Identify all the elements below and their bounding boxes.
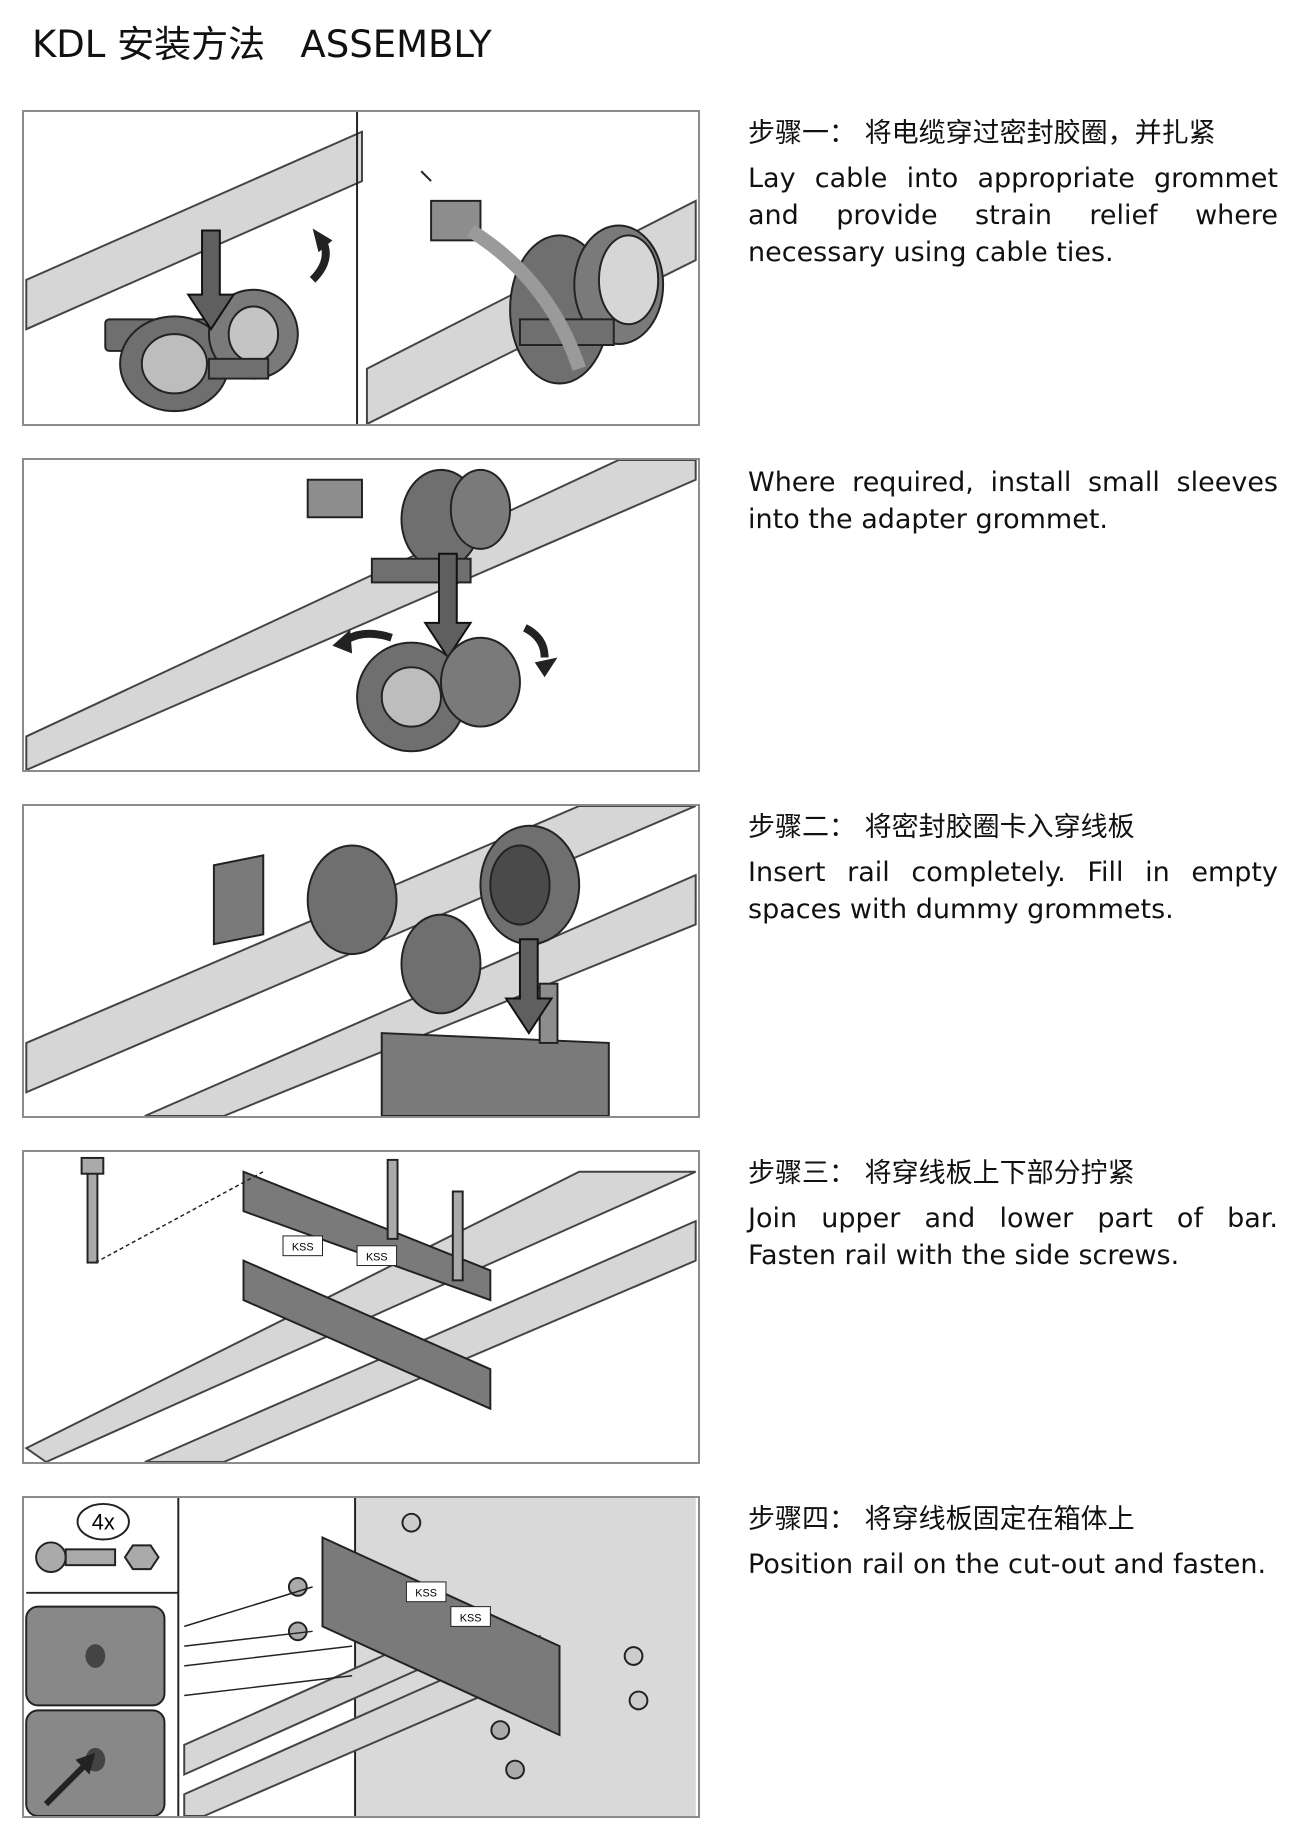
closed-grommet — [509, 224, 665, 385]
page-title: KDL 安装方法 ASSEMBLY — [32, 23, 492, 66]
rail-mount-illustration: 4x KS — [25, 1498, 696, 1816]
rotate-arrow-icon — [309, 228, 333, 283]
down-arrow-icon — [504, 938, 554, 1035]
kss-text-3: KSS — [415, 1588, 437, 1600]
quantity-badge: 4x — [76, 1502, 130, 1541]
step-4: 4x KS — [22, 1496, 1282, 1818]
step-2: 步骤二： 将密封胶圈卡入穿线板 Insert rail completely. … — [22, 804, 1282, 1118]
kss-text-4: KSS — [460, 1612, 482, 1624]
step-1b-description: Where required, install small sleeves in… — [748, 464, 1278, 538]
step-1b: Where required, install small sleeves in… — [22, 458, 1282, 772]
rail-insert-illustration — [25, 806, 697, 1116]
open-grommet — [104, 288, 299, 413]
step-3-illustration: KSS KSS — [22, 1150, 700, 1464]
cable-tie — [420, 170, 586, 371]
step-1: 步骤一： 将电缆穿过密封胶圈，并扎紧 Lay cable into approp… — [22, 110, 1282, 426]
step-1-description: 步骤一： 将电缆穿过密封胶圈，并扎紧 Lay cable into approp… — [748, 116, 1278, 271]
rotate-arrow-left-icon — [332, 629, 393, 654]
step-3-description: 步骤三： 将穿线板上下部分拧紧 Join upper and lower par… — [748, 1156, 1278, 1274]
step-3-text: Join upper and lower part of bar. Fasten… — [748, 1203, 1278, 1271]
bolt-and-nut-icon — [35, 1541, 160, 1574]
rail-join-illustration: KSS KSS — [24, 1156, 697, 1462]
cable-grommet-illustration — [25, 112, 697, 424]
step-1b-text: Where required, install small sleeves in… — [748, 467, 1278, 535]
mounted-rail: KSS KSS — [321, 1535, 561, 1737]
step-3: KSS KSS 步骤三： 将穿线板上下部分拧紧 Join upper and l… — [22, 1150, 1282, 1464]
down-arrow-icon — [423, 552, 473, 660]
step-1-heading: 步骤一： 将电缆穿过密封胶圈，并扎紧 — [748, 118, 1216, 149]
step-2-text: Insert rail completely. Fill in empty sp… — [748, 857, 1278, 925]
lower-rail — [242, 1259, 492, 1411]
kss-text-2: KSS — [366, 1252, 388, 1264]
down-arrow-icon — [186, 229, 236, 332]
step-1-illustration — [22, 110, 700, 426]
small-sleeve — [356, 636, 521, 753]
arrow-icon — [43, 1752, 96, 1807]
upper-grommet — [306, 468, 512, 584]
grommets-installed — [306, 844, 482, 1015]
guide-lines — [184, 1586, 353, 1697]
kss-label-2: KSS — [356, 1245, 398, 1267]
step-2-description: 步骤二： 将密封胶圈卡入穿线板 Insert rail completely. … — [748, 810, 1278, 928]
rotate-arrow-right-icon — [522, 624, 558, 678]
quantity-text: 4x — [92, 1510, 115, 1535]
kss-text-1: KSS — [292, 1242, 314, 1254]
step-4-description: 步骤四： 将穿线板固定在箱体上 Position rail on the cut… — [748, 1502, 1278, 1583]
step-2-illustration — [22, 804, 700, 1118]
screw-icon — [80, 1156, 464, 1282]
step-1-text: Lay cable into appropriate grommet and p… — [748, 163, 1278, 268]
screws-and-nuts — [287, 1512, 649, 1780]
cable — [25, 460, 697, 770]
upper-rail — [242, 1170, 492, 1302]
dummy-grommet — [479, 824, 581, 946]
step-4-text: Position rail on the cut-out and fasten. — [748, 1549, 1267, 1580]
kss-label-1: KSS — [282, 1235, 323, 1257]
step-4-illustration: 4x KS — [22, 1496, 700, 1818]
step-3-heading: 步骤三： 将穿线板上下部分拧紧 — [748, 1158, 1135, 1189]
panel-cross-section — [25, 1605, 166, 1816]
left-cable — [25, 130, 363, 331]
step-1b-illustration — [22, 458, 700, 772]
step-4-heading: 步骤四： 将穿线板固定在箱体上 — [748, 1504, 1135, 1535]
step-2-heading: 步骤二： 将密封胶圈卡入穿线板 — [748, 812, 1135, 843]
sleeve-install-illustration — [25, 460, 697, 770]
